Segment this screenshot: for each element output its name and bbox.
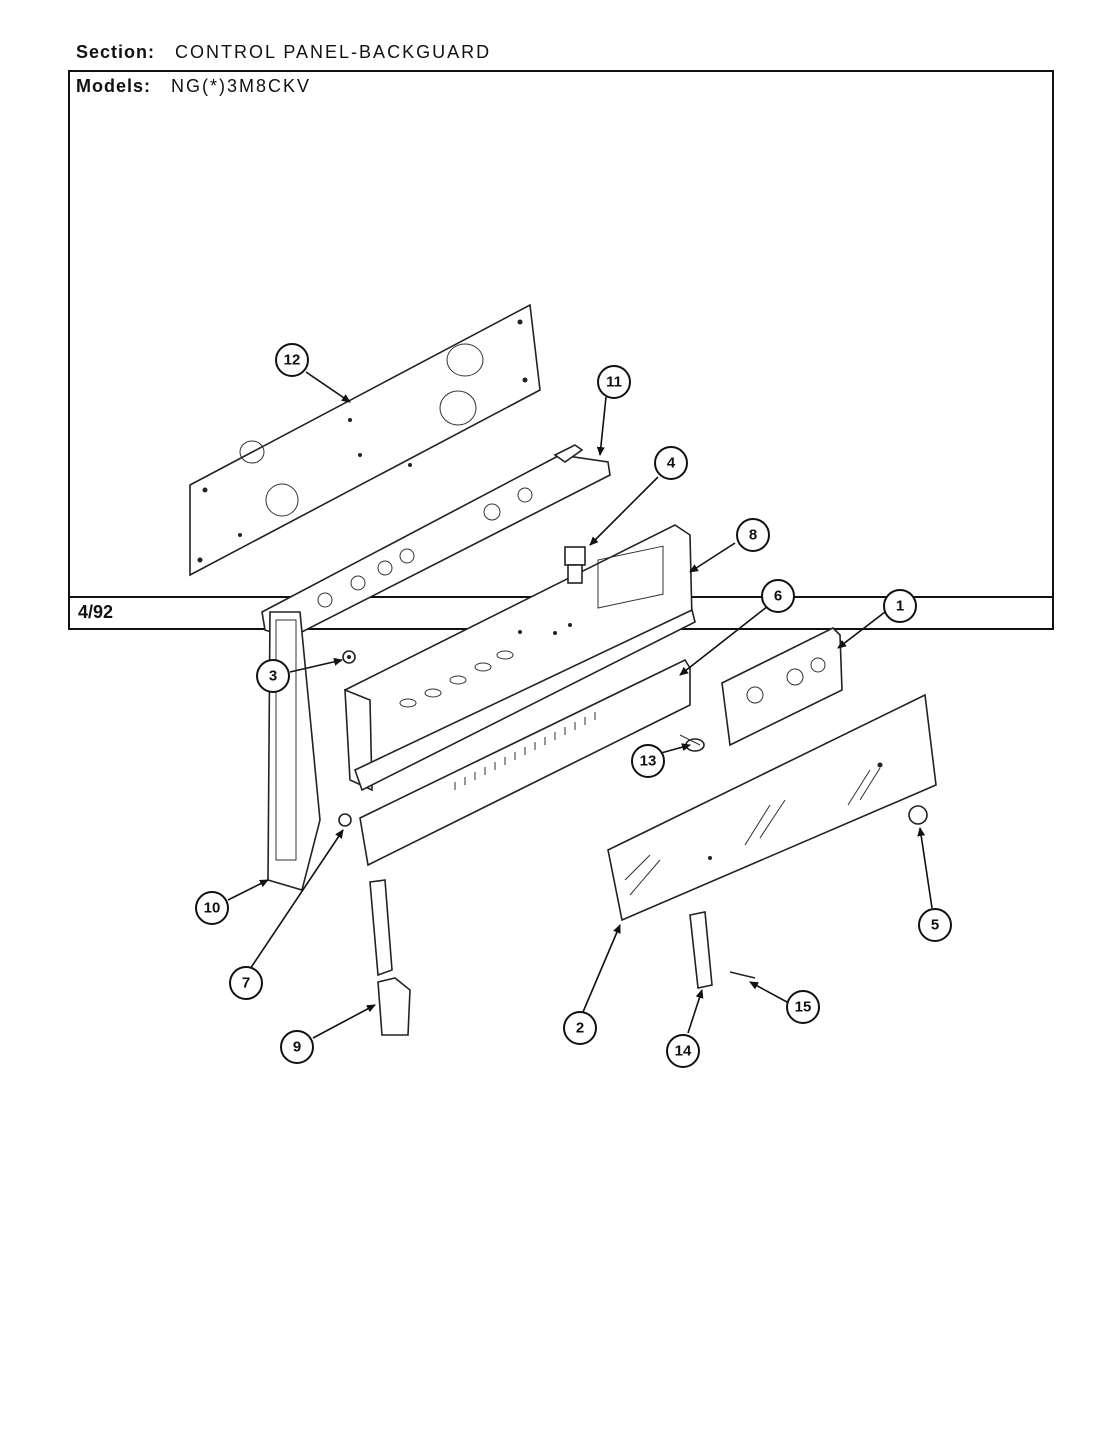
callout-2: 2 bbox=[563, 1011, 597, 1045]
svg-text:3: 3 bbox=[269, 668, 277, 685]
part-8-control-housing bbox=[344, 524, 696, 792]
part-4-switch bbox=[564, 546, 586, 584]
svg-text:1: 1 bbox=[896, 598, 904, 615]
callout-4: 4 bbox=[654, 446, 688, 480]
callout-6: 6 bbox=[761, 579, 795, 613]
callout-14: 14 bbox=[666, 1034, 700, 1068]
svg-text:6: 6 bbox=[774, 588, 782, 605]
part-2-glass-panel bbox=[607, 693, 937, 922]
part-6-vented-trim bbox=[359, 658, 691, 867]
callout-9: 9 bbox=[280, 1030, 314, 1064]
callout-13: 13 bbox=[631, 744, 665, 778]
svg-text:5: 5 bbox=[931, 917, 939, 934]
svg-text:9: 9 bbox=[293, 1039, 301, 1056]
callout-8: 8 bbox=[736, 518, 770, 552]
part-13-lamp-socket bbox=[679, 734, 705, 752]
svg-text:8: 8 bbox=[749, 527, 757, 544]
callout-3: 3 bbox=[256, 659, 290, 693]
section-value: CONTROL PANEL-BACKGUARD bbox=[175, 42, 492, 62]
part-11-bracket-strip bbox=[261, 444, 611, 639]
leader-lines bbox=[227, 371, 933, 1039]
part-3-grommet bbox=[342, 650, 356, 664]
svg-text:11: 11 bbox=[606, 374, 622, 391]
section-label: Section: bbox=[76, 42, 156, 62]
part-9-side-bracket bbox=[369, 879, 411, 1036]
part-14-trim-strip bbox=[689, 911, 713, 989]
callout-7: 7 bbox=[229, 966, 263, 1000]
part-15-screw bbox=[729, 971, 756, 979]
part-10-end-cap bbox=[267, 611, 321, 892]
callout-15: 15 bbox=[786, 990, 820, 1024]
models-header: Models: NG(*)3M8CKV bbox=[76, 76, 311, 97]
svg-text:12: 12 bbox=[284, 352, 301, 369]
callout-5: 5 bbox=[918, 908, 952, 942]
svg-text:10: 10 bbox=[204, 900, 221, 917]
svg-text:4: 4 bbox=[667, 455, 676, 472]
models-value: NG(*)3M8CKV bbox=[171, 76, 312, 96]
part-5-knob bbox=[908, 805, 928, 825]
svg-text:15: 15 bbox=[795, 999, 812, 1016]
svg-text:7: 7 bbox=[242, 975, 250, 992]
callout-1: 1 bbox=[883, 589, 917, 623]
svg-text:14: 14 bbox=[675, 1043, 692, 1060]
part-1-control-bracket bbox=[721, 627, 843, 747]
callout-10: 10 bbox=[195, 891, 229, 925]
svg-text:2: 2 bbox=[576, 1020, 584, 1037]
part-12-rear-panel bbox=[189, 303, 541, 577]
footer-date: 4/92 bbox=[78, 602, 114, 622]
svg-text:13: 13 bbox=[640, 753, 657, 770]
models-label: Models: bbox=[76, 76, 152, 96]
callout-12: 12 bbox=[275, 343, 309, 377]
section-header: Section: CONTROL PANEL-BACKGUARD bbox=[76, 42, 491, 63]
callout-11: 11 bbox=[597, 365, 631, 399]
part-7-screw bbox=[338, 813, 352, 827]
